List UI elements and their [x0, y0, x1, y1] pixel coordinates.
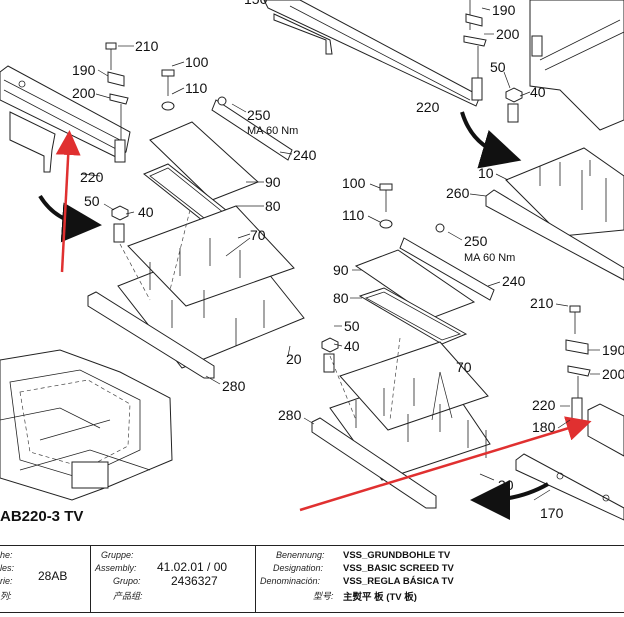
designation-label: 型号:: [313, 591, 334, 601]
designation-label: Denominación:: [260, 576, 321, 586]
assembly-label: Grupo:: [113, 576, 141, 586]
red-pointer-arrow-left: [55, 130, 81, 273]
torque-note: MA 60 Nm: [247, 125, 298, 137]
series-label: he:: [0, 550, 13, 560]
designation-cell: Benennung: Designation: Denominación: 型号…: [256, 546, 624, 612]
rail-150: [263, 0, 481, 107]
strip-260: [485, 189, 624, 281]
callout-90: 90: [333, 262, 349, 278]
rail-180: [587, 403, 624, 457]
callout-250: 250: [247, 107, 271, 123]
torque-note: MA 60 Nm: [464, 252, 515, 264]
callout-40: 40: [138, 204, 154, 220]
strip-170: [515, 453, 624, 521]
callout-190: 190: [72, 62, 96, 78]
red-pointer-arrow-right: [299, 416, 592, 512]
series-value: 28AB: [38, 569, 68, 583]
callout-110: 110: [185, 80, 208, 96]
exploded-parts-diagram: 150 210 190 200 100 110 250 MA 60 Nm 240…: [0, 0, 624, 525]
callout-10: 10: [478, 165, 494, 181]
callout-200: 200: [72, 85, 96, 101]
group-number: 2436327: [171, 574, 218, 588]
side-strip-280-right: [311, 417, 437, 509]
designation-label: Benennung:: [276, 550, 325, 560]
series-label: rie:: [0, 576, 13, 586]
callout-190: 190: [492, 2, 516, 18]
divider: [255, 546, 256, 612]
callout-80: 80: [333, 290, 349, 306]
callout-220: 220: [416, 99, 440, 115]
assembly-label: Assembly:: [95, 563, 137, 573]
callout-50: 50: [490, 59, 506, 75]
callout-40: 40: [530, 84, 546, 100]
series-cell: he: les: rie: 列: 28AB: [0, 546, 90, 612]
callout-50: 50: [84, 193, 100, 209]
side-strip-280-left: [87, 291, 215, 379]
callout-240: 240: [293, 147, 317, 163]
callout-240: 240: [502, 273, 526, 289]
callout-40: 40: [344, 338, 360, 354]
series-label: 列:: [0, 591, 12, 601]
designation-zh: 主熨平 板 (TV 板): [343, 592, 417, 603]
series-label: les:: [0, 563, 15, 573]
callout-260: 260: [446, 185, 470, 201]
callout-190: 190: [602, 342, 624, 358]
machine-model-label: AB220-3 TV: [0, 508, 83, 525]
right-assembly: [263, 0, 624, 521]
designation-en: VSS_BASIC SCREED TV: [343, 563, 454, 574]
designation-es: VSS_REGLA BÁSICA TV: [343, 576, 454, 587]
callout-50: 50: [344, 318, 360, 334]
callout-250: 250: [464, 233, 488, 249]
callout-210: 210: [530, 295, 554, 311]
designation-label: Designation:: [273, 563, 324, 573]
callout-280: 280: [222, 378, 246, 394]
callout-200: 200: [602, 366, 624, 382]
callout-100: 100: [342, 175, 366, 191]
assembly-label: 产品组:: [113, 591, 143, 601]
callout-70: 70: [250, 227, 266, 243]
callout-90: 90: [265, 174, 281, 190]
callout-100: 100: [185, 54, 209, 70]
callout-200: 200: [496, 26, 520, 42]
callout-210: 210: [135, 38, 159, 54]
callout-150: 150: [244, 0, 268, 7]
designation-de: VSS_GRUNDBOHLE TV: [343, 550, 451, 561]
left-assembly: [0, 42, 305, 501]
callout-70: 70: [456, 359, 472, 375]
callout-220: 220: [80, 169, 104, 185]
callout-180: 180: [532, 419, 556, 435]
callout-170: 170: [540, 505, 564, 521]
callout-280: 280: [278, 407, 302, 423]
assembly-number: 41.02.01 / 00: [157, 560, 228, 574]
divider: [90, 546, 91, 612]
assembly-label: Gruppe:: [101, 550, 134, 560]
callout-30: 30: [498, 477, 514, 493]
callout-220: 220: [532, 397, 556, 413]
assembly-cell: Gruppe: Assembly: Grupo: 产品组: 41.02.01 /…: [91, 546, 255, 612]
callout-20: 20: [286, 351, 302, 367]
title-block: he: les: rie: 列: 28AB Gruppe: Assembly: …: [0, 545, 624, 613]
callout-80: 80: [265, 198, 281, 214]
machine-thumbnail: [0, 349, 173, 501]
callout-110: 110: [342, 207, 365, 223]
